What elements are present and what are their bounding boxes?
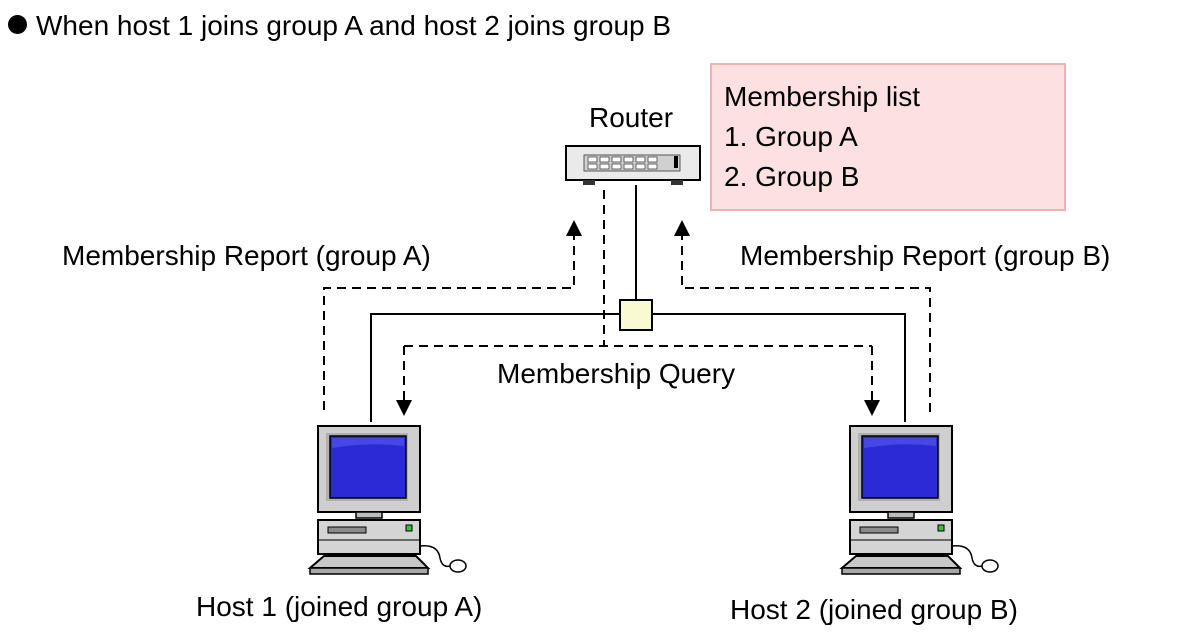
membership-list-item: 1. Group A	[724, 121, 858, 152]
membership-list-box: Membership list 1. Group A 2. Group B	[710, 63, 1066, 211]
membership-query-arrow	[396, 190, 880, 416]
membership-report-a-arrow	[323, 220, 582, 410]
network-cabling	[370, 185, 906, 422]
membership-list-item: 2. Group B	[724, 161, 860, 192]
membership-report-a-label: Membership Report (group A)	[62, 240, 431, 271]
host-2-label: Host 2 (joined group B)	[730, 594, 1018, 625]
membership-report-b-label: Membership Report (group B)	[740, 240, 1111, 271]
host-1-label: Host 1 (joined group A)	[196, 591, 483, 622]
host-1-computer-icon	[309, 425, 467, 575]
bullet-icon	[8, 15, 27, 34]
router-icon	[565, 145, 701, 185]
router-label: Router	[589, 102, 674, 133]
membership-query-label: Membership Query	[497, 358, 736, 389]
membership-list-title: Membership list	[724, 81, 921, 112]
host-2-computer-icon	[841, 425, 999, 575]
heading-text: When host 1 joins group A and host 2 joi…	[36, 10, 672, 41]
heading: When host 1 joins group A and host 2 joi…	[8, 10, 671, 42]
hub-icon	[619, 299, 653, 331]
membership-report-b-arrow	[674, 220, 931, 412]
